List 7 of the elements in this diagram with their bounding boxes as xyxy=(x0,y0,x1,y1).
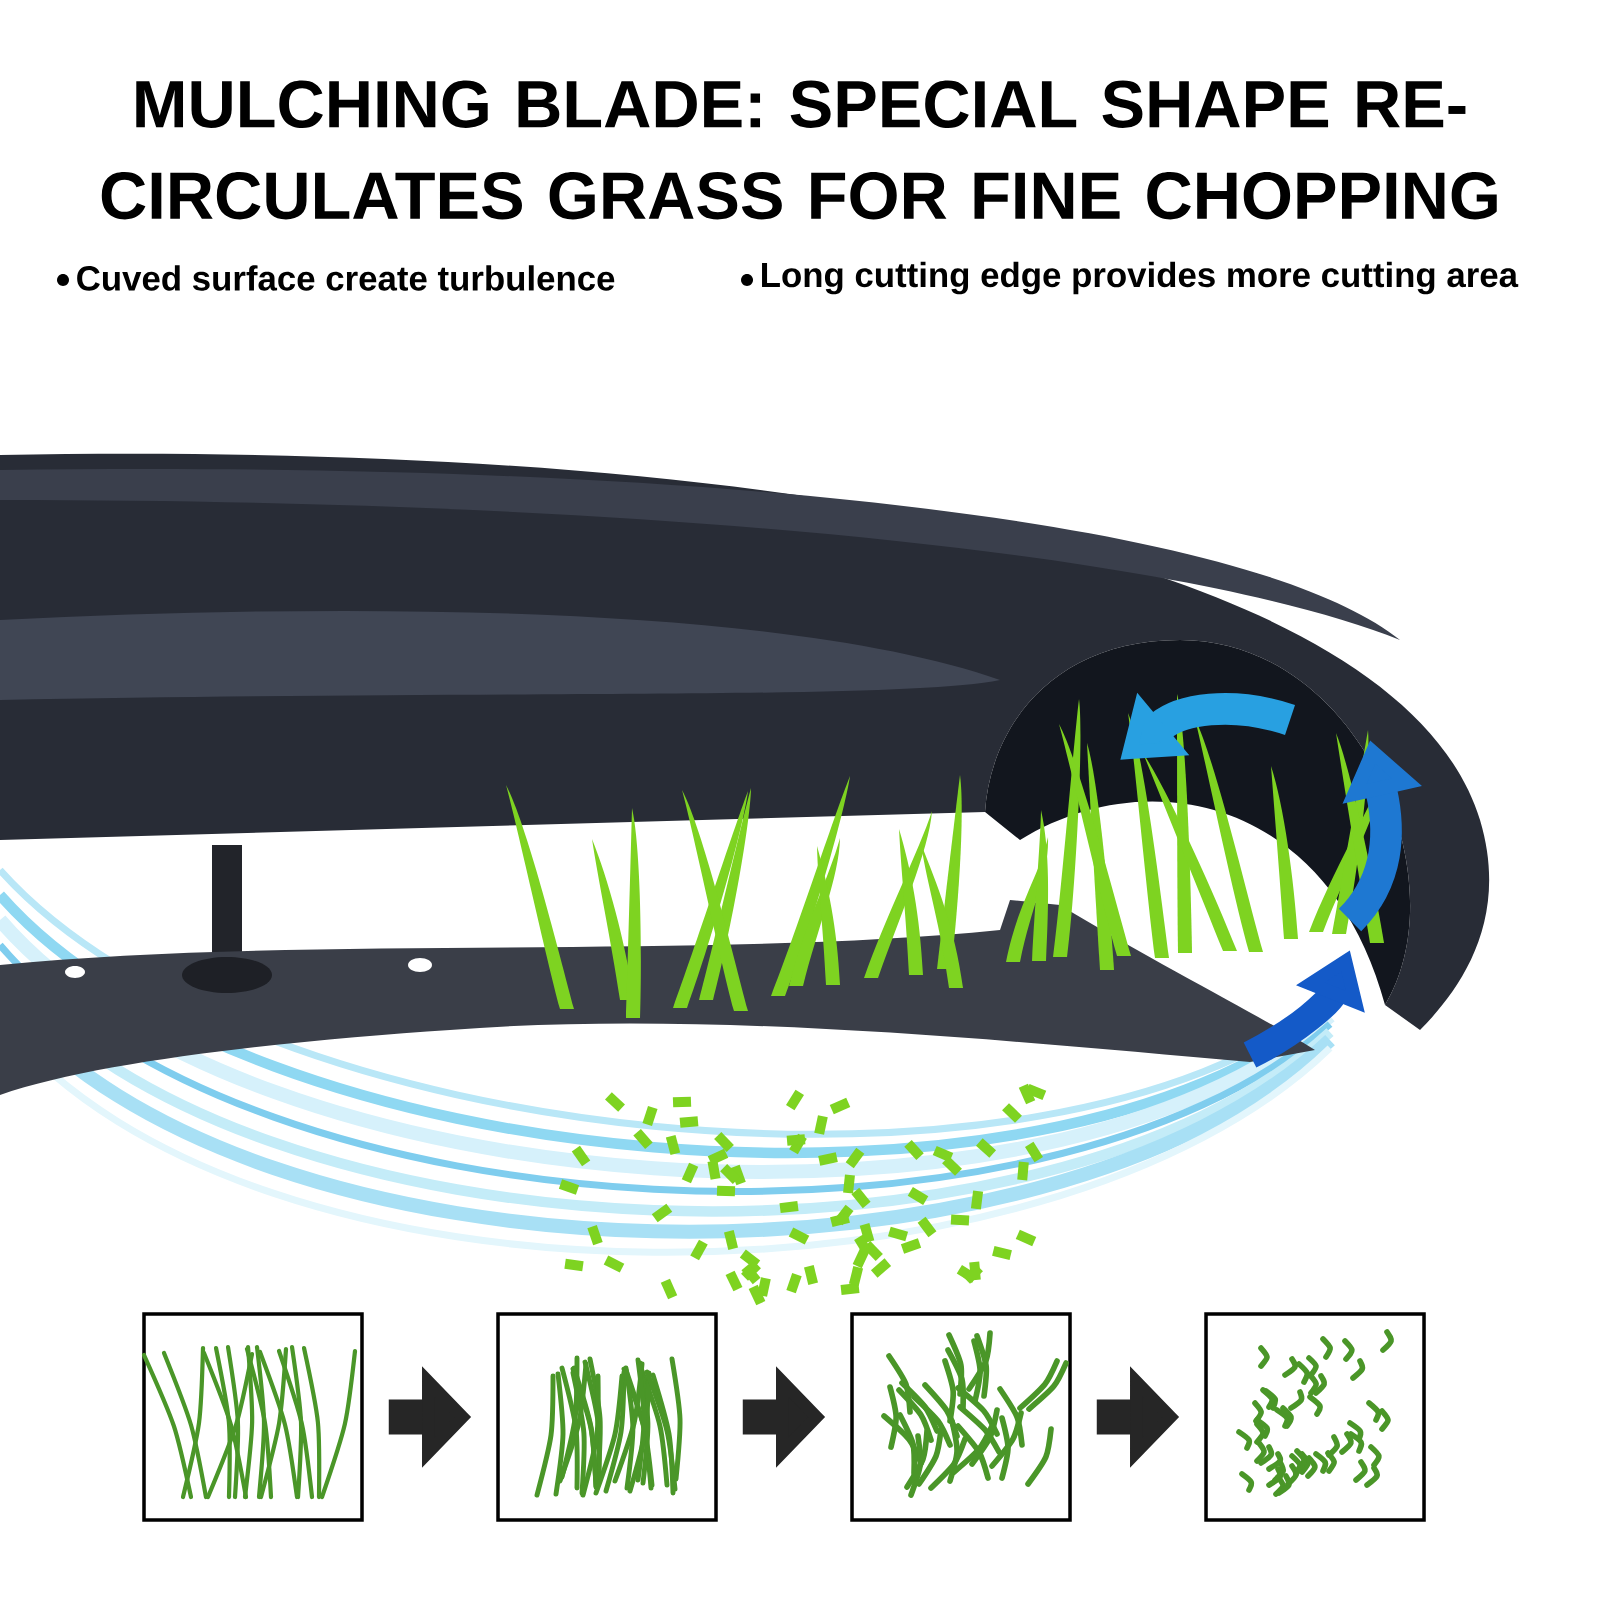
picture-frame xyxy=(496,1312,718,1522)
picture-frame xyxy=(142,1312,364,1522)
title: MULCHING BLADE: SPECIAL SHAPE RE-CIRCULATES GRASS FOR FINE CHOPPING xyxy=(101,80,1497,220)
bullet-text: Long cutting edge provides more cutting area xyxy=(741,261,1519,295)
bullet-text: Cuved surface create turbulence xyxy=(57,265,615,291)
picture-frame xyxy=(1204,1312,1426,1522)
picture-frame xyxy=(850,1312,1072,1522)
